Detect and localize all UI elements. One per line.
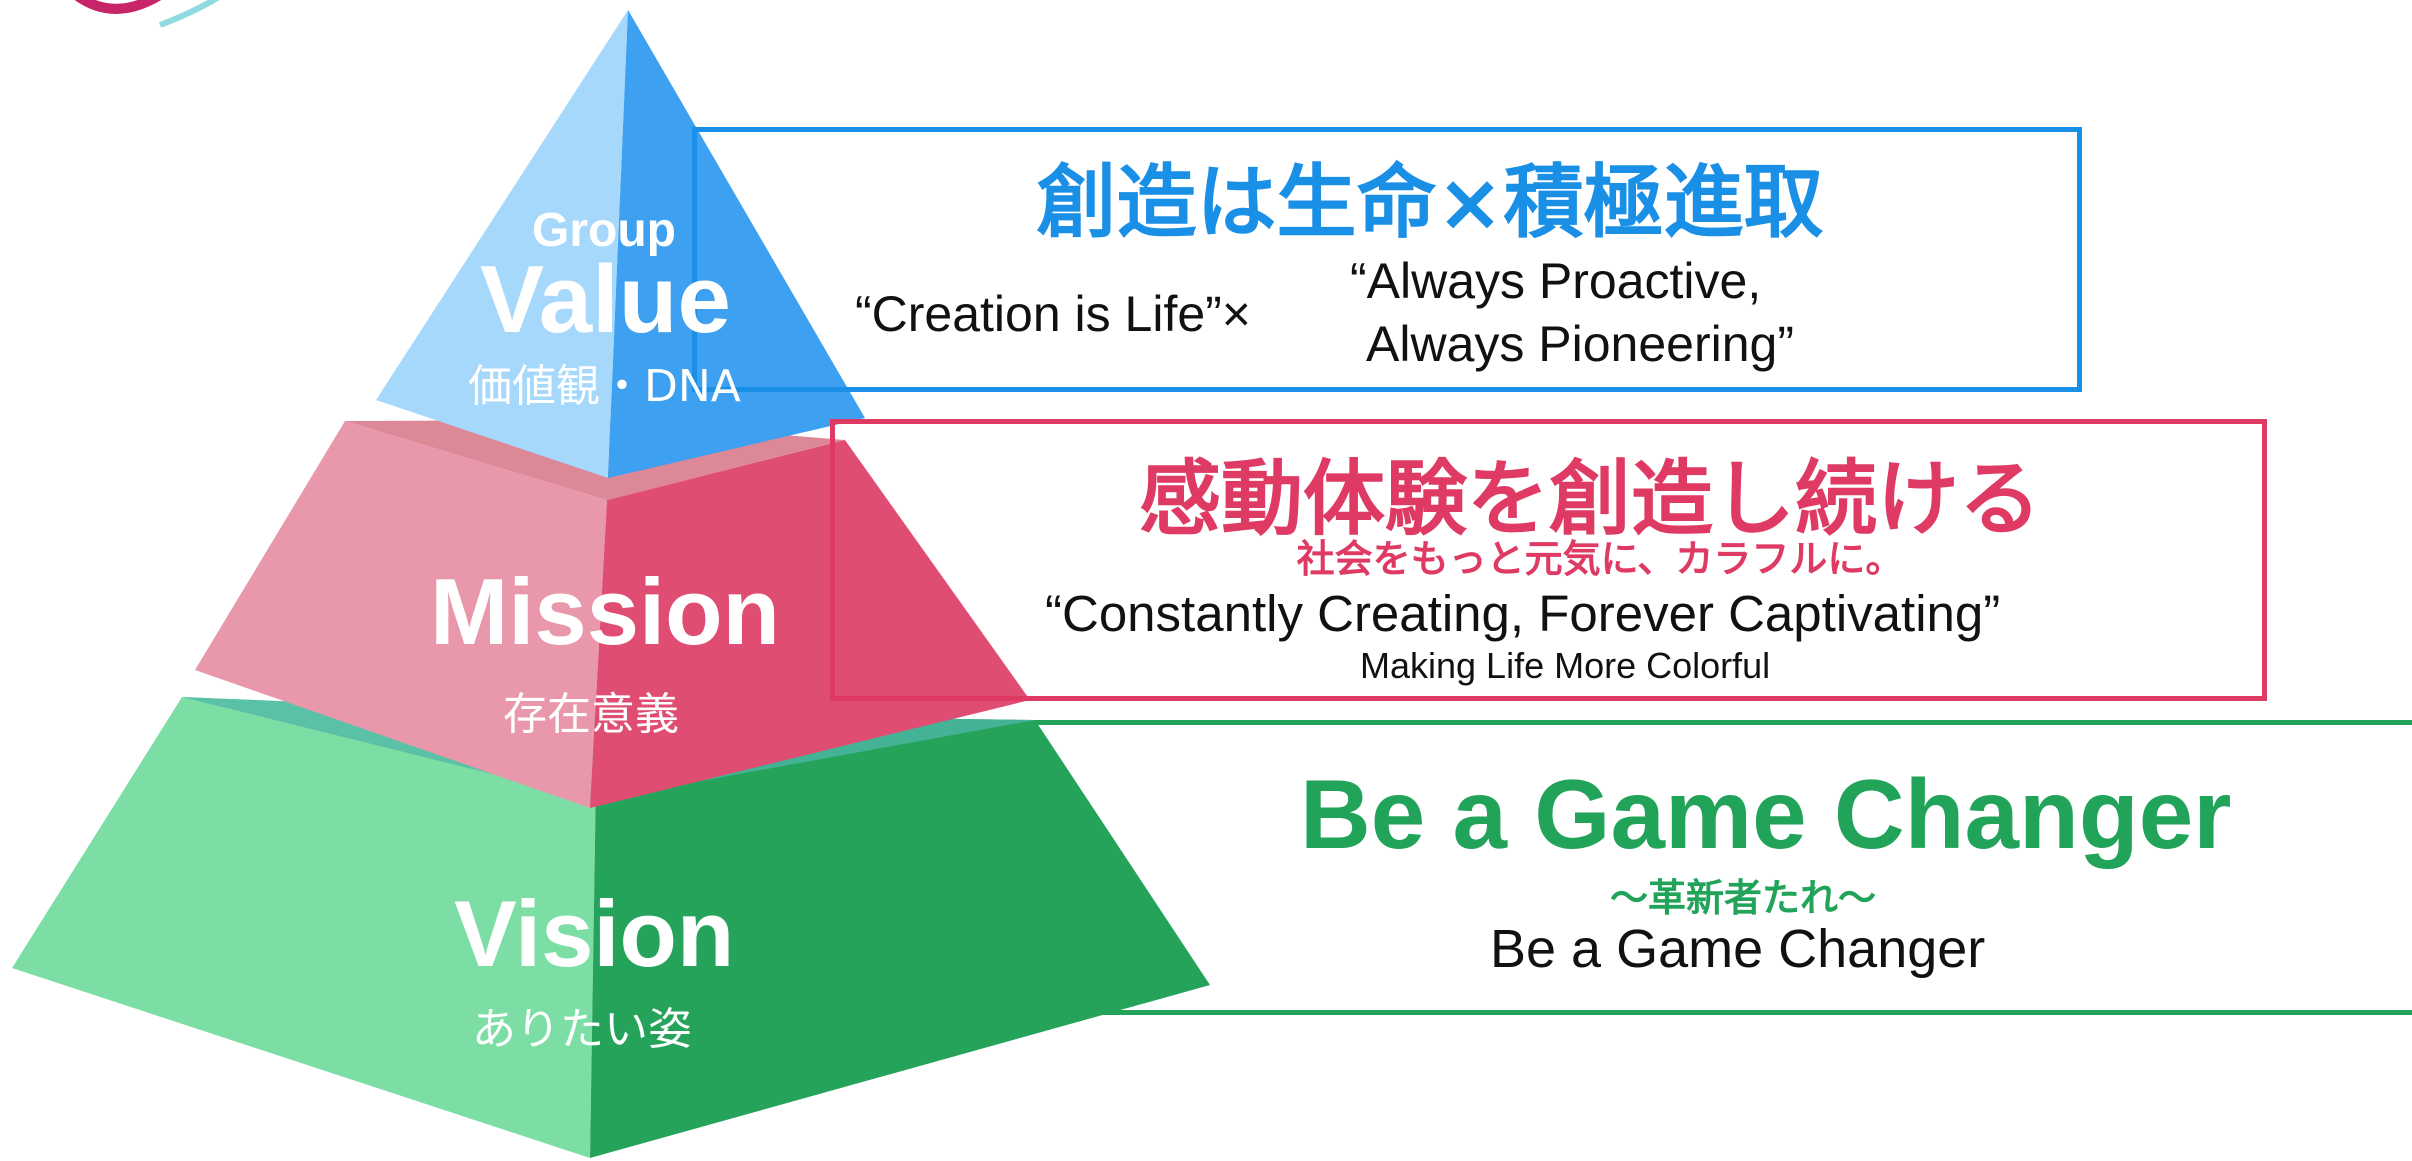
- mission-panel: [830, 419, 2267, 701]
- value-heading: 創造は生命×積極進取: [1036, 156, 1824, 249]
- mission-heading: 感動体験を創造し続ける: [1138, 452, 2041, 547]
- value-en-right-line1: “Always Proactive,: [1350, 253, 1762, 309]
- value-face-right: [608, 10, 865, 478]
- corner-logo-arcs: [74, 0, 220, 28]
- value-title: Value: [480, 246, 731, 353]
- value-group-label: Group: [532, 204, 676, 257]
- mission-en-line1: “Constantly Creating, Forever Captivatin…: [1045, 585, 2001, 642]
- pyramid-tier-vision: [12, 697, 1210, 1158]
- vision-face-left: [12, 697, 597, 1158]
- mission-sub: 社会をもっと元気に、カラフルに。: [1296, 537, 1904, 581]
- vision-face-right: [590, 714, 1210, 1158]
- mission-face-right: [590, 440, 1030, 808]
- vision-sub: 〜革新者たれ〜: [1610, 876, 1877, 920]
- vision-heading: Be a Game Changer: [1300, 759, 2232, 869]
- value-sub: 価値観・DNA: [468, 361, 741, 412]
- value-face-left: [376, 10, 628, 478]
- value-en-right-line2: Always Pioneering”: [1366, 316, 1794, 372]
- vision-sub-label: ありたい姿: [472, 1004, 692, 1055]
- pyramid-tier-value: [376, 10, 865, 478]
- value-en-left: “Creation is Life”×: [855, 286, 1251, 342]
- mission-sub-label: 存在意義: [503, 689, 679, 740]
- mission-en-line2: Making Life More Colorful: [1360, 645, 1771, 686]
- value-panel: [692, 127, 2082, 392]
- vision-panel-rails: [1000, 720, 2412, 1015]
- vision-title: Vision: [454, 881, 735, 986]
- mission-title: Mission: [430, 559, 780, 664]
- vision-en: Be a Game Changer: [1490, 919, 1986, 979]
- mission-face-left: [195, 421, 607, 808]
